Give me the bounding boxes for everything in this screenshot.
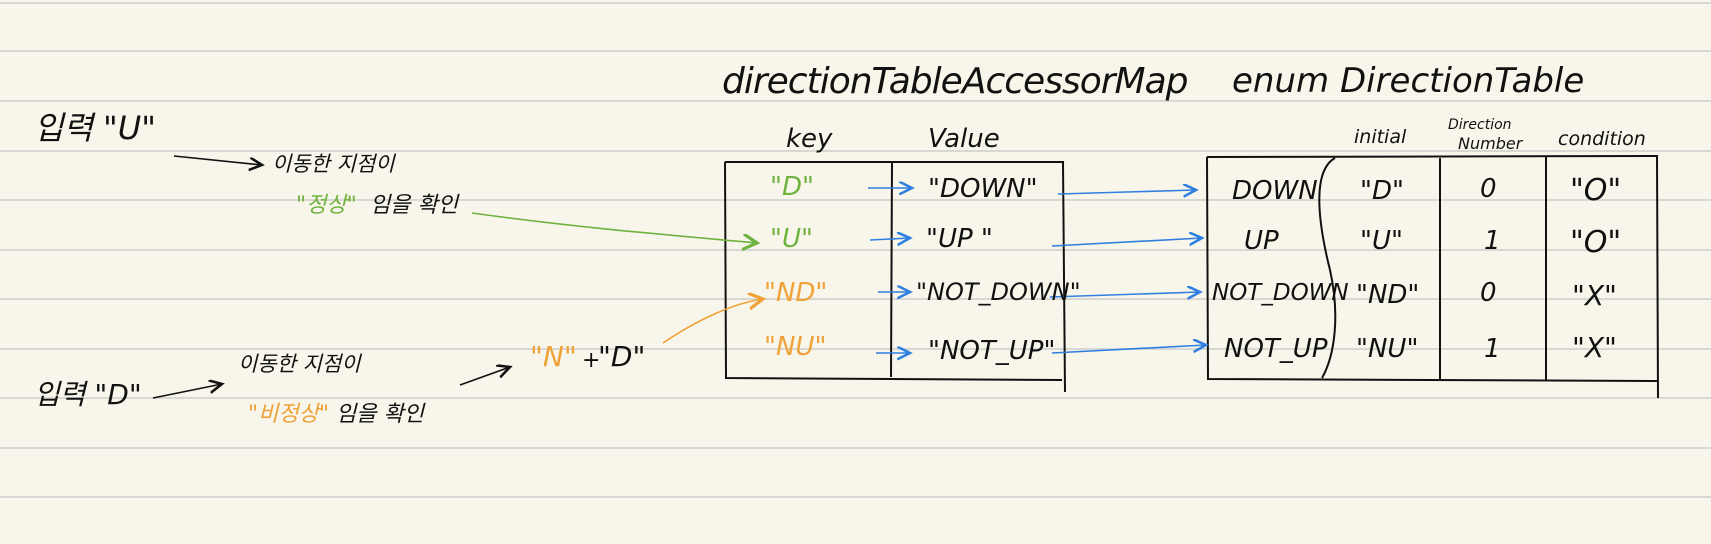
combine-plus: + xyxy=(582,348,601,373)
arrow-value-enum-4 xyxy=(1051,345,1206,354)
enum-col-direction-2: Number xyxy=(1458,134,1523,153)
map-table-border xyxy=(724,161,1066,393)
combine-d: "D" xyxy=(598,340,646,373)
arrow-combine-to-nd xyxy=(662,299,763,344)
check-label-1: 임을 확인 xyxy=(370,193,458,218)
arrow-check-to-combine xyxy=(459,367,510,386)
arrow-normal-to-u xyxy=(471,212,757,243)
enum-col-direction-1: Direction xyxy=(1448,117,1512,133)
enum-col-condition: condition xyxy=(1558,128,1646,150)
moved-point-label-1: 이동한 지점이 xyxy=(272,152,395,176)
enum-col-initial: initial xyxy=(1354,126,1407,148)
ruled-line xyxy=(0,50,1711,52)
enum-initial-cell: "D" xyxy=(1360,176,1404,206)
enum-name-cell: NOT_UP xyxy=(1224,334,1328,364)
map-value-cell: "DOWN" xyxy=(928,174,1038,204)
map-col-value: Value xyxy=(928,124,1000,154)
arrow-value-enum-2 xyxy=(1051,238,1202,247)
map-title: directionTableAccessorMap xyxy=(722,61,1188,102)
enum-condition-cell: "O" xyxy=(1570,225,1622,260)
map-col-key: key xyxy=(786,124,833,154)
enum-condition-cell: "X" xyxy=(1572,279,1617,312)
enum-number-cell: 0 xyxy=(1480,278,1497,308)
enum-initial-cell: "ND" xyxy=(1356,280,1420,310)
enum-number-cell: 1 xyxy=(1484,226,1501,256)
enum-condition-cell: "O" xyxy=(1570,173,1622,208)
map-key-cell: "U" xyxy=(770,224,813,254)
input-u-label: 입력 "U" xyxy=(34,109,156,147)
normal-label: "정상" xyxy=(296,193,357,218)
ruled-line xyxy=(0,298,1711,300)
input-d-label: 입력 "D" xyxy=(34,378,142,411)
enum-initial-cell: "NU" xyxy=(1356,334,1419,364)
map-value-cell: "NOT_UP" xyxy=(928,336,1056,366)
map-key-cell: "ND" xyxy=(764,278,828,308)
arrow-value-enum-1 xyxy=(1057,190,1196,194)
ruled-line xyxy=(0,397,1711,399)
map-value-cell: "NOT_DOWN" xyxy=(916,278,1081,306)
ruled-line xyxy=(0,249,1711,251)
map-key-cell: "NU" xyxy=(764,332,827,362)
enum-number-cell: 0 xyxy=(1480,174,1497,204)
enum-condition-cell: "X" xyxy=(1572,331,1617,364)
moved-point-label-2: 이동한 지점이 xyxy=(238,352,361,376)
enum-title: enum DirectionTable xyxy=(1232,61,1585,101)
abnormal-label: "비정상" xyxy=(248,402,329,427)
combine-n: "N" xyxy=(530,340,577,373)
enum-table-border xyxy=(1206,154,1659,399)
ruled-line xyxy=(0,100,1711,102)
enum-number-cell: 1 xyxy=(1484,334,1501,364)
ruled-line xyxy=(0,2,1711,4)
check-label-2: 임을 확인 xyxy=(336,402,424,427)
ruled-line xyxy=(0,199,1711,201)
arrow-value-enum-3 xyxy=(1049,292,1200,297)
ruled-line xyxy=(0,496,1711,498)
enum-name-cell: DOWN xyxy=(1232,176,1318,206)
enum-name-cell: NOT_DOWN xyxy=(1212,280,1349,306)
map-key-cell: "D" xyxy=(770,172,814,202)
ruled-line xyxy=(0,348,1711,350)
enum-initial-cell: "U" xyxy=(1360,226,1403,256)
ruled-line xyxy=(0,447,1711,449)
ruled-line xyxy=(0,150,1711,152)
arrow-d-to-moved xyxy=(152,384,222,399)
arrow-u-to-moved xyxy=(173,155,262,165)
arrow-key-value-2 xyxy=(869,238,910,240)
enum-name-cell: UP xyxy=(1244,226,1279,256)
map-value-cell: "UP " xyxy=(926,224,993,254)
